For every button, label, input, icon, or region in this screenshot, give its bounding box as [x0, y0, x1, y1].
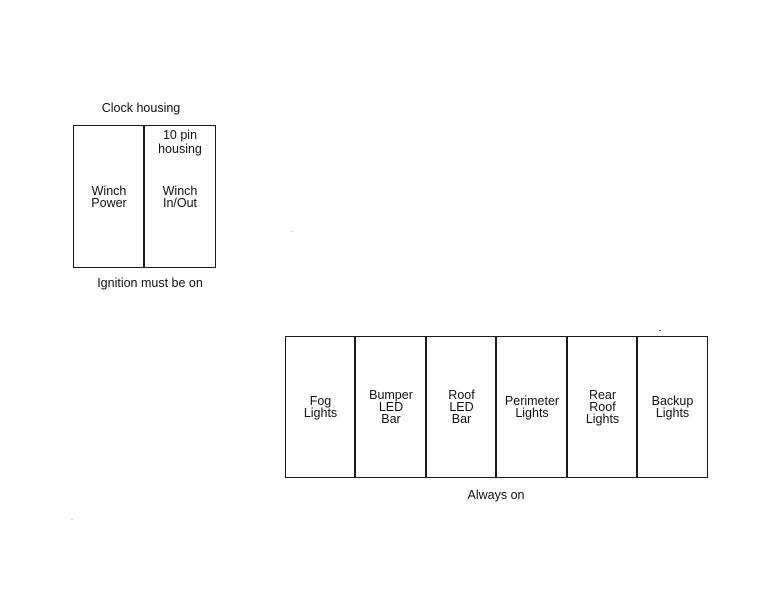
cell-divider [425, 337, 427, 477]
perimeter-lights-cell: Perimeter Lights [497, 337, 567, 477]
rear-roof-lights-cell: Rear Roof Lights [568, 337, 637, 477]
clock-housing-title: Clock housing [101, 101, 181, 115]
always-on-box: Fog Lights Bumper LED Bar Roof LED Bar P… [285, 336, 708, 478]
roof-led-bar-cell: Roof LED Bar [427, 337, 496, 477]
winch-power-label: Winch Power [91, 183, 127, 210]
scan-speck [659, 330, 661, 331]
scan-speck [71, 519, 73, 520]
winch-in-out-cell: Winch In/Out [145, 126, 215, 267]
bumper-led-bar-cell: Bumper LED Bar [356, 337, 426, 477]
fog-lights-cell: Fog Lights [286, 337, 355, 477]
cell-divider [636, 337, 638, 477]
rear-roof-lights-label: Rear Roof Lights [585, 388, 620, 426]
backup-lights-cell: Backup Lights [638, 337, 707, 477]
winch-in-out-label: Winch In/Out [162, 183, 198, 210]
cell-divider [495, 337, 497, 477]
bumper-led-bar-label: Bumper LED Bar [369, 388, 413, 426]
clock-housing-box: Winch Power Winch In/Out 10 pin housing [73, 125, 216, 268]
perimeter-lights-label: Perimeter Lights [504, 394, 560, 420]
ten-pin-housing-label: 10 pin housing [158, 128, 202, 156]
fog-lights-label: Fog Lights [303, 394, 338, 420]
cell-divider [566, 337, 568, 477]
clock-housing-divider [143, 126, 145, 267]
cell-divider [354, 337, 356, 477]
always-on-note: Always on [467, 488, 525, 502]
roof-led-bar-label: Roof LED Bar [448, 388, 475, 426]
winch-power-cell: Winch Power [74, 126, 144, 267]
scan-speck [291, 231, 293, 232]
backup-lights-label: Backup Lights [651, 394, 694, 420]
ignition-note: Ignition must be on [97, 276, 203, 290]
